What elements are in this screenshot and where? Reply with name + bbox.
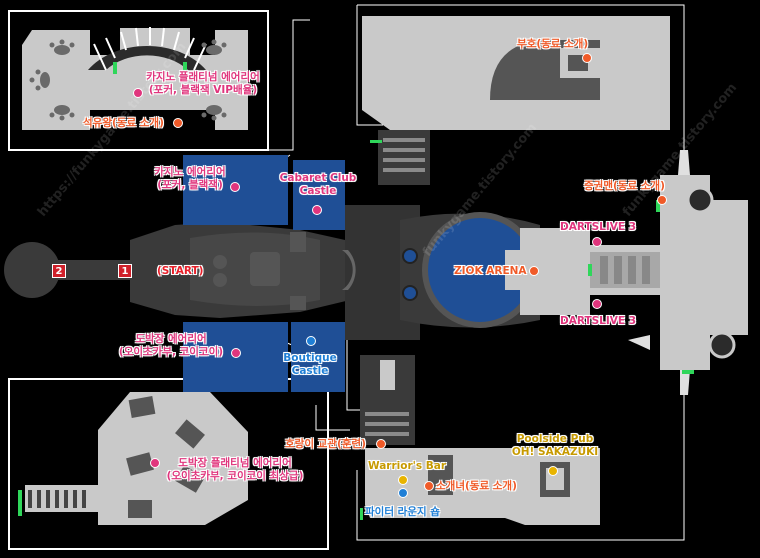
jeunggwonman-label: 증권맨(동료 소개)	[584, 180, 665, 192]
seokyuwang-marker[interactable]	[173, 118, 183, 128]
arena-area	[400, 212, 540, 328]
sogaenyeo-marker[interactable]	[424, 481, 434, 491]
cabaret-marker[interactable]	[312, 205, 322, 215]
seokyuwang-label: 석유왕(동료 소개)	[83, 117, 164, 129]
top-building	[362, 16, 670, 185]
warriors-bar-marker[interactable]	[398, 475, 408, 485]
gambling-area-label: 도박장 에어리어(오이초카부, 코이코이)	[118, 333, 224, 358]
darts-top-marker[interactable]	[592, 237, 602, 247]
boutique-marker[interactable]	[306, 336, 316, 346]
boutique-block	[291, 322, 345, 392]
start-badge-2[interactable]: 2	[52, 264, 66, 278]
jeunggwonman-marker[interactable]	[657, 195, 667, 205]
tiger-exchange-label: 호랑이 교관(훈련)	[285, 438, 366, 450]
gambling-platinum-marker[interactable]	[150, 458, 160, 468]
darts-room	[505, 150, 748, 395]
poolside-marker[interactable]	[548, 466, 558, 476]
casino-platinum-marker[interactable]	[133, 88, 143, 98]
ziok-arena-label: ZIOK ARENA	[454, 265, 527, 277]
casino-area-label: 카지노 에어리어(포커, 블랙잭)	[154, 166, 226, 191]
inset-frame-bottom-left	[8, 378, 329, 550]
cabaret-block	[293, 160, 345, 230]
buho-marker[interactable]	[582, 53, 592, 63]
bottom-building	[360, 355, 600, 525]
warriors-bar-label: Warrior's Bar	[368, 460, 447, 472]
darts-bottom-label: DARTSLIVE 3	[560, 315, 637, 327]
casino-area-marker[interactable]	[230, 182, 240, 192]
fighter-lounge-label: 파이터 라운지 숍	[365, 506, 440, 518]
buho-label: 부호(동료 소개)	[517, 38, 589, 50]
darts-bottom-marker[interactable]	[592, 299, 602, 309]
darts-top-label: DARTSLIVE 3	[560, 221, 637, 233]
fighter-lounge-marker[interactable]	[398, 488, 408, 498]
gambling-platinum-room	[18, 392, 248, 525]
ziok-arena-marker[interactable]	[529, 266, 539, 276]
start-badge-1[interactable]: 1	[118, 264, 132, 278]
tiger-exchange-marker[interactable]	[376, 439, 386, 449]
inset-frame-top-left	[8, 10, 269, 151]
gambling-platinum-label: 도박장 플래티넘 에어리어(오이초카부, 코이코이 최상급)	[166, 457, 304, 482]
start-label: (START)	[157, 265, 204, 277]
casino-platinum-label: 카지노 플래티넘 에어리어(포커, 블랙잭 VIP배율)	[146, 71, 260, 96]
gambling-area-marker[interactable]	[231, 348, 241, 358]
casino-platinum-room	[22, 27, 248, 130]
sogaenyeo-label: 소개녀(동료 소개)	[436, 480, 517, 492]
